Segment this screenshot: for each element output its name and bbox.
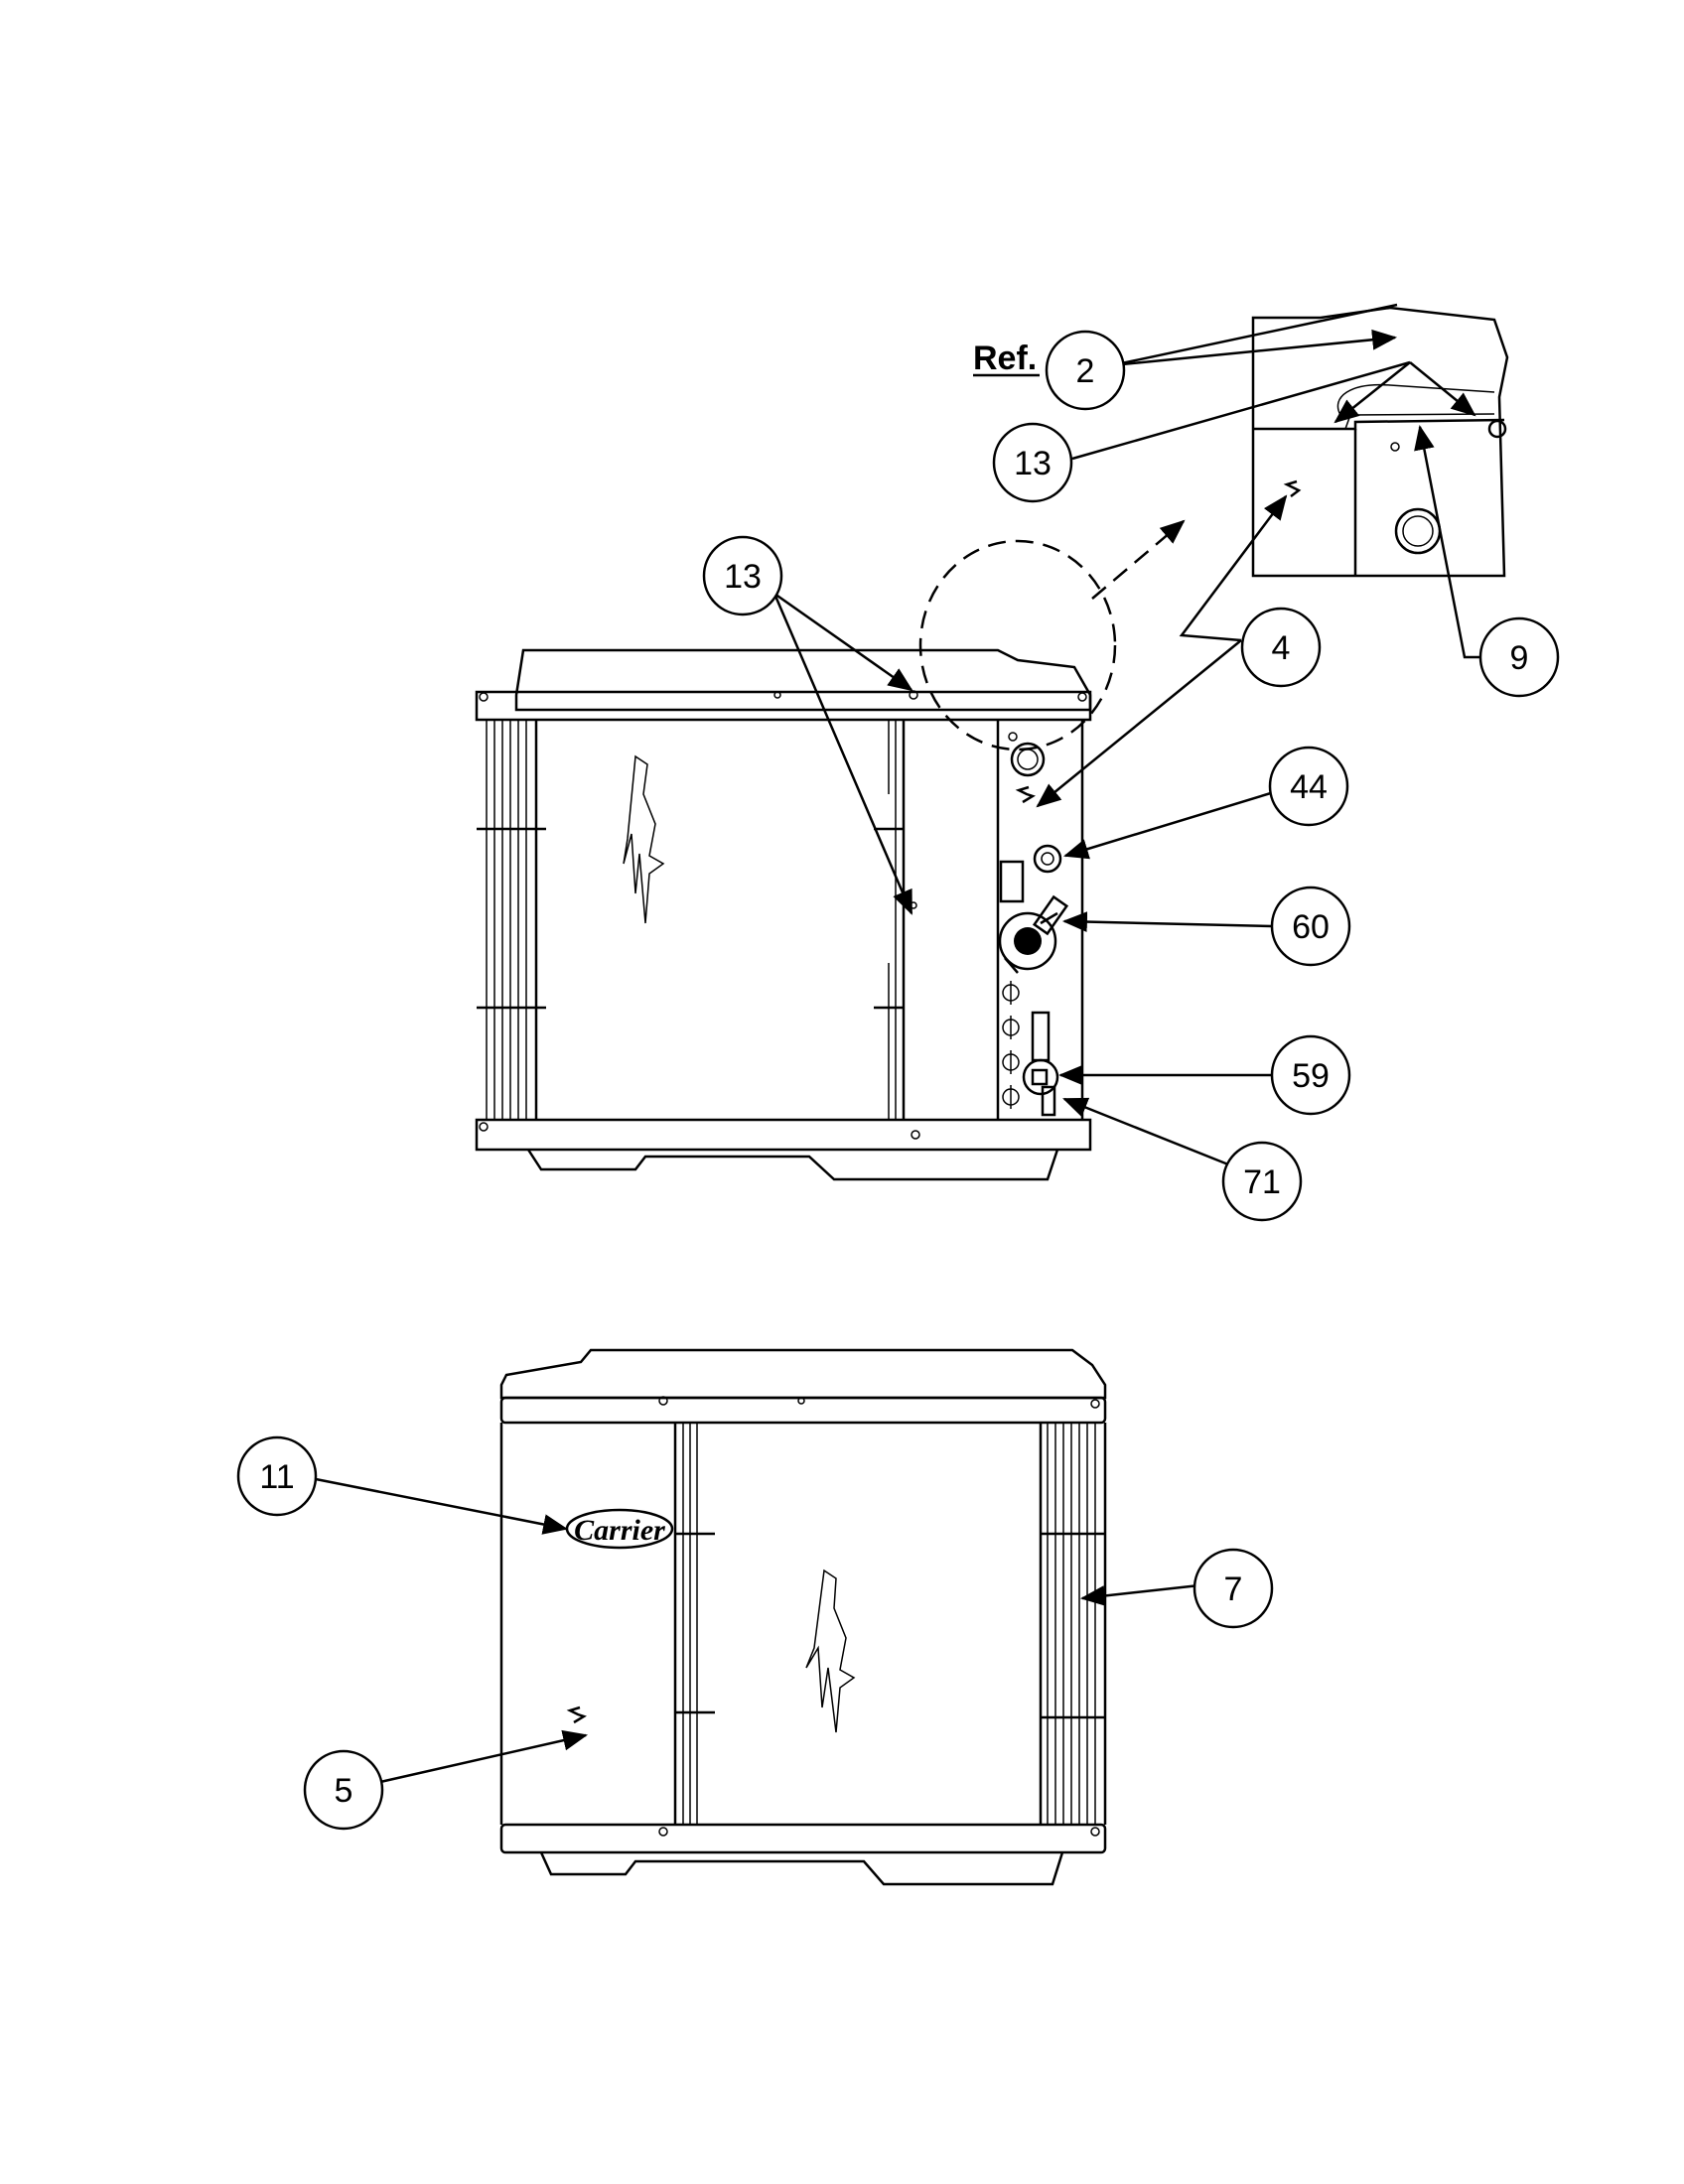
callout-11: 11	[236, 1435, 318, 1517]
grille-bars-right	[874, 720, 904, 1120]
callout-60: 60	[1270, 886, 1351, 967]
fan-guard-zigzag-icon	[623, 754, 665, 924]
brand-logo: Carrier	[565, 1508, 674, 1550]
svg-text:13: 13	[724, 558, 762, 596]
svg-text:5: 5	[335, 1772, 353, 1810]
svg-text:7: 7	[1224, 1570, 1243, 1608]
callout-59: 59	[1270, 1034, 1351, 1116]
svg-text:59: 59	[1292, 1057, 1330, 1095]
callout-13-unit: 13	[702, 535, 783, 616]
callout-7: 7	[1193, 1548, 1274, 1629]
svg-text:11: 11	[259, 1458, 294, 1496]
service-valve-icon	[1022, 1011, 1059, 1117]
svg-text:60: 60	[1292, 908, 1330, 946]
service-valve-icon	[998, 894, 1069, 974]
grille-bars-left	[477, 720, 546, 1120]
svg-text:Carrier: Carrier	[574, 1514, 665, 1547]
zoom-indicator	[918, 519, 1186, 751]
callout-13-detail: 13	[992, 422, 1073, 503]
svg-text:9: 9	[1510, 639, 1529, 677]
grille-bars-left	[675, 1423, 715, 1825]
unit-service-side	[475, 648, 1092, 1181]
callout-4: 4	[1240, 607, 1322, 688]
svg-text:4: 4	[1272, 629, 1291, 667]
callout-44: 44	[1268, 746, 1349, 827]
grille-bars-right	[1041, 1423, 1105, 1825]
screw-icon	[479, 690, 1087, 1140]
knockout-holes	[1002, 981, 1020, 1109]
svg-text:2: 2	[1076, 352, 1095, 390]
callout-2: 2	[1045, 330, 1126, 411]
unit-front-side: Carrier	[499, 1348, 1107, 1886]
callout-5: 5	[303, 1749, 384, 1831]
callout-71: 71	[1221, 1141, 1303, 1222]
svg-text:44: 44	[1290, 768, 1328, 806]
svg-text:Ref.: Ref.	[973, 340, 1037, 377]
svg-text:13: 13	[1014, 445, 1052, 482]
callout-9: 9	[1478, 616, 1560, 698]
svg-text:71: 71	[1243, 1163, 1281, 1201]
leader-lines	[315, 303, 1479, 1784]
screw-icon	[658, 1396, 1100, 1837]
fan-guard-zigzag-icon	[805, 1569, 856, 1733]
ref-label: Ref.	[973, 340, 1040, 377]
